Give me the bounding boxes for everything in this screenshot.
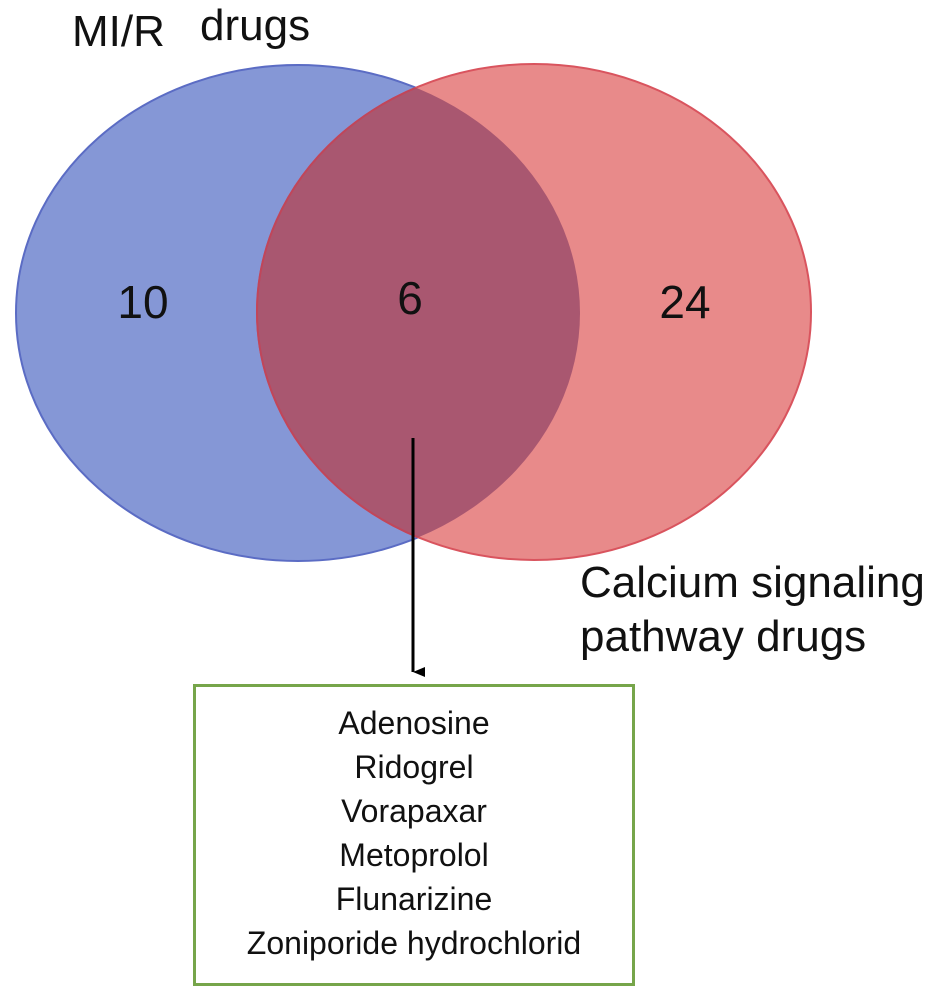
left-set-label: MI/R [72, 7, 165, 56]
drug-item: Metoprolol [339, 837, 489, 873]
overlap-count: 6 [397, 272, 423, 324]
right-set-label: Calcium signaling pathway drugs [580, 558, 925, 661]
left-set-label-suffix: drugs [200, 1, 311, 50]
left-only-count: 10 [117, 276, 169, 328]
overlap-drug-list-box: Adenosine Ridogrel Vorapaxar Metoprolol … [193, 684, 635, 986]
drug-item: Ridogrel [354, 749, 474, 785]
drug-item: Zoniporide hydrochlorid [246, 925, 582, 961]
drug-item: Vorapaxar [341, 793, 487, 829]
right-only-count: 24 [659, 276, 711, 328]
drug-list: Adenosine Ridogrel Vorapaxar Metoprolol … [196, 687, 632, 965]
drug-item: Flunarizine [335, 881, 493, 917]
drug-item: Adenosine [338, 705, 490, 741]
